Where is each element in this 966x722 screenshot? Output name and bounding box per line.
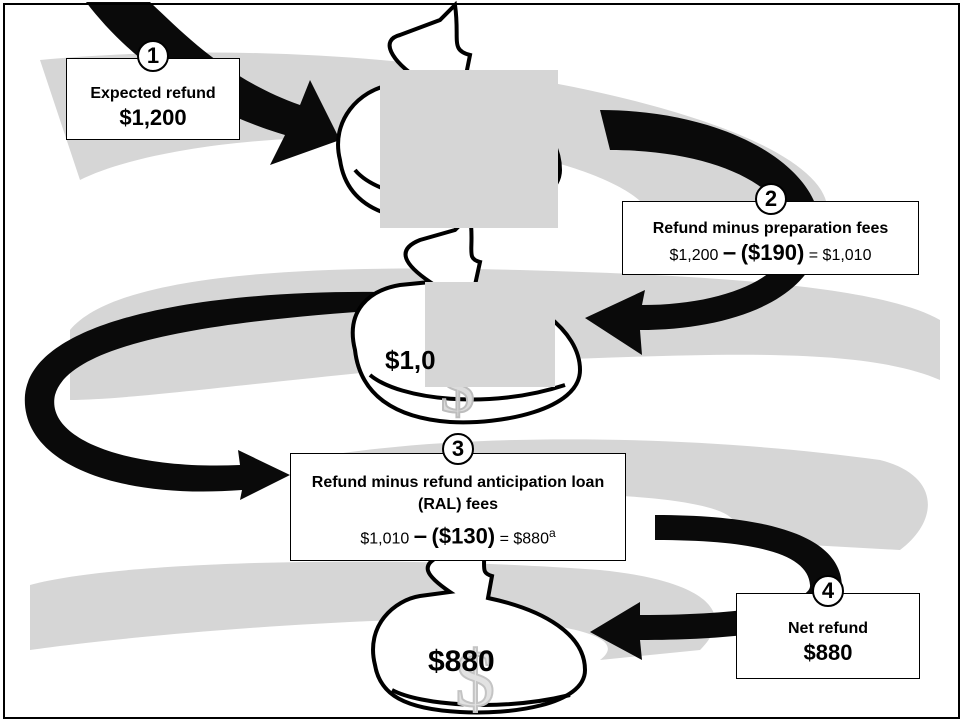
step-3-box: Refund minus refund anticipation loan (R… (290, 453, 626, 561)
final-bag-amount: $880 (428, 645, 495, 678)
step-3-formula: $1,010 – ($130) = $880a (305, 520, 611, 552)
step-2-badge: 2 (755, 183, 787, 215)
step-3-footnote: a (548, 526, 556, 540)
step-3-minus: – (413, 522, 428, 550)
step-3-title: Refund minus refund anticipation loan (R… (311, 474, 605, 513)
step-1-badge: 1 (137, 40, 169, 72)
step-2-formula: $1,200 – ($190) = $1,010 (623, 240, 918, 269)
step-1-title: Expected refund (90, 85, 216, 102)
step-3-badge: 3 (442, 433, 474, 465)
redaction-blocks (380, 70, 558, 387)
step-3-fee: ($130) (431, 523, 496, 549)
dollar-sign-icon: $ (455, 636, 495, 722)
step-3-start: $1,010 (360, 530, 410, 548)
curved-arrow-icon (24, 291, 386, 500)
middle-bag-amount: $1,0 (385, 345, 436, 375)
step-4-amount: $880 (803, 640, 853, 665)
step-4-title: Net refund (788, 620, 868, 637)
money-bag-icon: $ (371, 528, 588, 722)
step-2-result: = $1,010 (808, 247, 872, 264)
curved-arrow-icon (585, 110, 821, 355)
step-4-box: Net refund $880 (736, 593, 920, 679)
step-4-badge: 4 (812, 575, 844, 607)
step-2-title: Refund minus preparation fees (652, 220, 889, 237)
step-1-amount: $1,200 (119, 105, 187, 130)
step-2-minus: – (722, 239, 737, 266)
step-3-result: = $880 (499, 530, 549, 548)
step-2-fee: ($190) (740, 240, 805, 265)
step-2-start: $1,200 (669, 247, 719, 264)
